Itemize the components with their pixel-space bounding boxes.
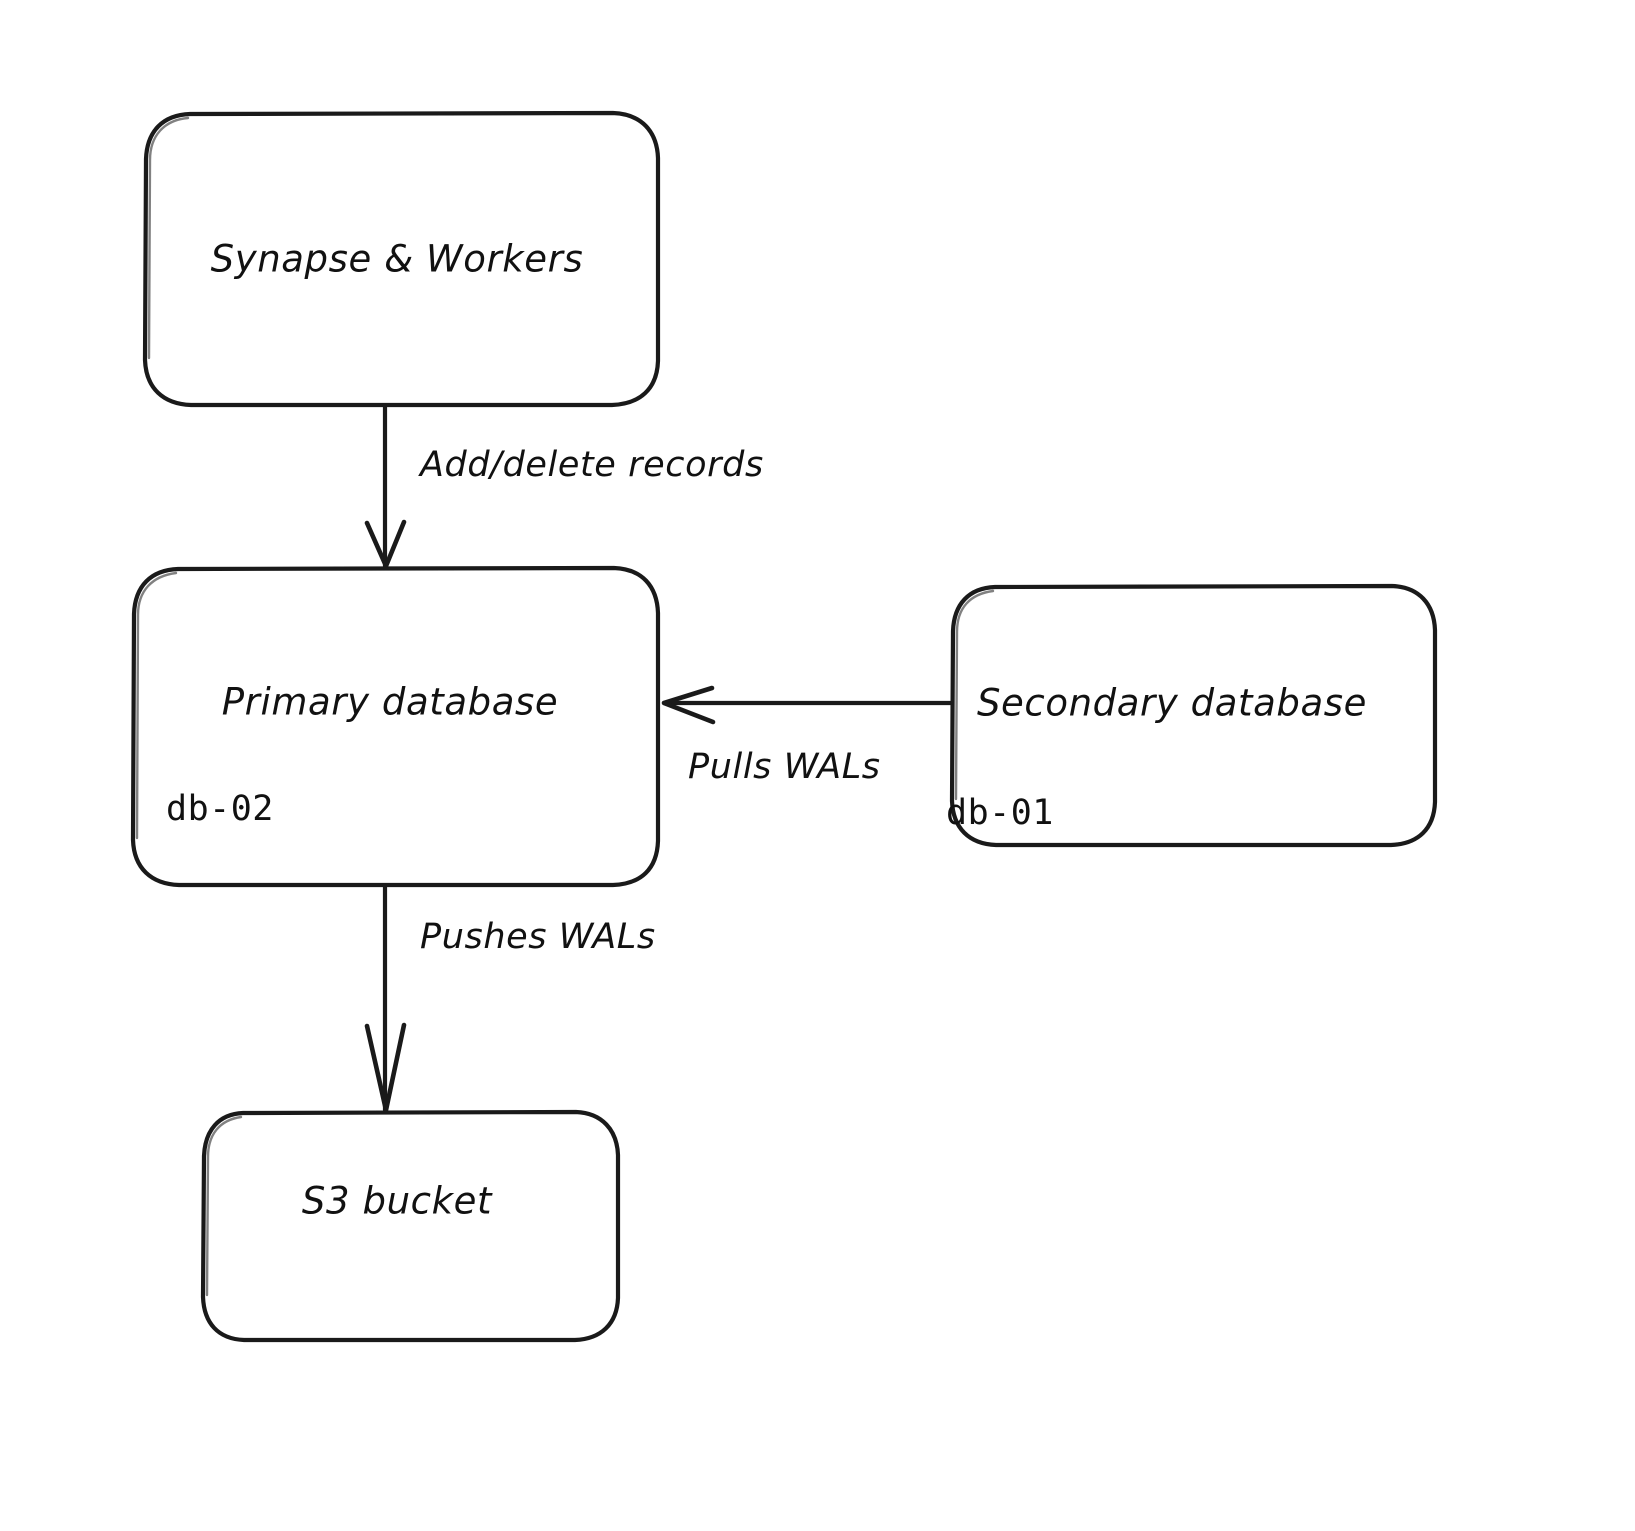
node-secondary-database-label: Secondary database <box>977 682 1367 725</box>
node-secondary-database[interactable]: Secondary database db-01 <box>946 583 1438 848</box>
node-s3-bucket-outline <box>200 1109 621 1343</box>
node-s3-bucket-sketch-stroke <box>205 1115 243 1297</box>
node-secondary-database-hostname: db-01 <box>946 793 1054 833</box>
node-primary-database-sketch-stroke <box>135 571 178 840</box>
node-synapse-workers[interactable]: Synapse & Workers <box>142 110 661 408</box>
edge-synapse-to-primary-label: Add/delete records <box>418 445 764 485</box>
node-s3-bucket-label: S3 bucket <box>302 1180 493 1223</box>
node-primary-database-hostname: db-02 <box>166 789 274 829</box>
edge-secondary-to-primary-arrowhead <box>661 685 716 725</box>
node-primary-database-outline <box>130 565 661 888</box>
node-secondary-database-outline <box>949 583 1438 848</box>
edge-primary-to-s3-arrowhead <box>364 1022 407 1113</box>
node-primary-database[interactable]: Primary database db-02 <box>130 565 661 888</box>
node-s3-bucket[interactable]: S3 bucket <box>200 1109 621 1343</box>
node-synapse-workers-sketch-stroke <box>147 116 190 360</box>
node-secondary-database-sketch-stroke <box>954 589 995 801</box>
edge-secondary-to-primary-label: Pulls WALs <box>688 747 881 787</box>
node-primary-database-label: Primary database <box>222 681 559 724</box>
edge-primary-to-s3: Pushes WALs <box>364 883 656 1113</box>
node-synapse-workers-outline <box>142 110 661 408</box>
edge-synapse-to-primary: Add/delete records <box>364 403 764 569</box>
edge-secondary-to-primary: Pulls WALs <box>661 685 953 787</box>
node-synapse-workers-label: Synapse & Workers <box>211 238 584 281</box>
edge-primary-to-s3-label: Pushes WALs <box>420 917 656 957</box>
edge-synapse-to-primary-arrowhead <box>364 519 407 569</box>
